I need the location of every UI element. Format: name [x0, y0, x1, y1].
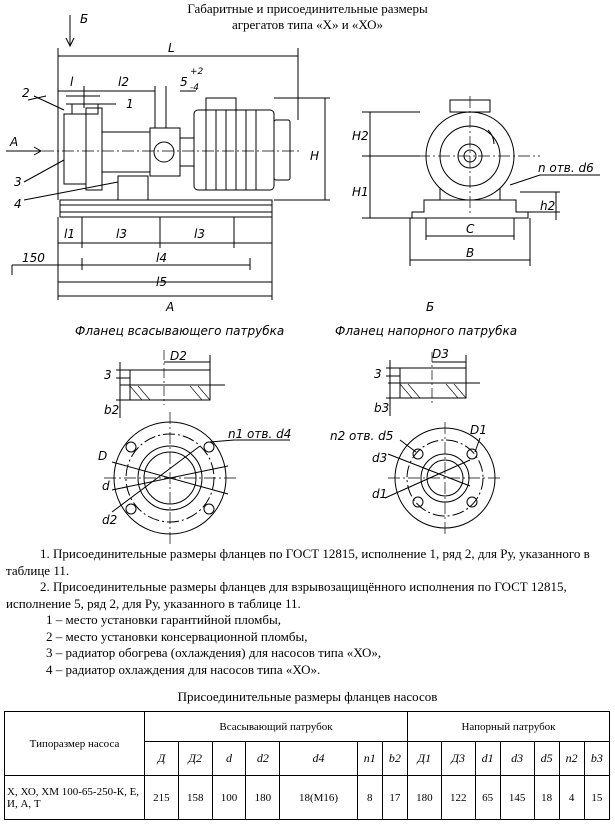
legend-item-3: 3 – радиатор обогрева (охлаждения) для н…	[46, 645, 382, 660]
value-cell: 18	[533, 775, 560, 820]
title-line-2: агрегатов типа «Х» и «ХО»	[231, 17, 384, 32]
page-title: Габаритные и присоединительные размеры а…	[0, 1, 615, 33]
dim-tolerance-plus: +2	[190, 67, 204, 77]
value-cell: 65	[474, 775, 501, 820]
discharge-D3-label: D3	[432, 347, 449, 361]
discharge-flange-caption: Фланец напорного патрубка	[335, 324, 517, 338]
discharge-group-header: Напорный патрубок	[406, 711, 611, 742]
callout-3: 3	[14, 175, 22, 189]
value-cell: 158	[177, 775, 213, 820]
note-1: 1. Присоединительные размеры фланцев по …	[6, 546, 590, 578]
discharge-flange-drawing	[384, 352, 502, 536]
value-cell: 15	[583, 775, 611, 820]
callout-4: 4	[14, 197, 22, 211]
dim-H1-label: H1	[352, 185, 369, 199]
header-cell: Д3	[440, 741, 476, 776]
value-cell: 122	[440, 775, 476, 820]
holes-n-d6-label: n отв. d6	[538, 161, 594, 175]
dim-C-label: C	[466, 222, 475, 236]
flange-dimensions-table: Типоразмер насоса Всасывающий патрубок Н…	[4, 711, 611, 820]
technical-drawing: Б L l l2 5 +2 -4 1 2 3 4 А H H1 H2 h2 n …	[6, 12, 600, 544]
table-row: Х, ХО, ХМ 100-65-250-К, Е, И, А, Т 215 1…	[4, 775, 611, 820]
note-2: 2. Присоединительные размеры фланцев для…	[6, 579, 567, 611]
dim-tolerance-minus: -4	[190, 83, 199, 93]
header-cell: n2	[558, 741, 585, 776]
legend-item-4: 4 – радиатор охлаждения для насосов типа…	[46, 661, 321, 677]
view-a-bottom-label: А	[165, 300, 174, 314]
legend-item-1: 1 – место установки гарантийной пломбы,	[46, 612, 281, 627]
pump-end-view	[362, 96, 600, 266]
value-cell: 17	[381, 775, 408, 820]
view-b-label: Б	[80, 12, 88, 26]
discharge-holes-label: n2 отв. d5	[330, 429, 393, 443]
suction-d-label: d	[102, 479, 110, 493]
dim-150-label: 150	[22, 251, 45, 265]
value-cell: 145	[499, 775, 535, 820]
dim-l5-label: l5	[156, 275, 167, 289]
suction-d2-label: d2	[102, 513, 117, 527]
suction-D-label: D	[98, 449, 107, 463]
dim-l1-label: l1	[64, 227, 75, 241]
value-cell: 100	[211, 775, 247, 820]
dim-l3-right-label: l3	[194, 227, 205, 241]
header-cell: d2	[245, 741, 281, 776]
header-cell: d5	[533, 741, 560, 776]
suction-D2-label: D2	[170, 349, 187, 363]
value-cell: 180	[406, 775, 442, 820]
suction-flange-caption: Фланец всасывающего патрубка	[75, 324, 284, 338]
suction-group-header: Всасывающий патрубок	[144, 711, 408, 742]
table-caption: Присоединительные размеры фланцев насосо…	[177, 689, 438, 704]
dim-H2-label: H2	[352, 129, 369, 143]
value-cell: 4	[558, 775, 585, 820]
dim-L-label: L	[168, 41, 175, 55]
row-type-cell: Х, ХО, ХМ 100-65-250-К, Е, И, А, Т	[4, 775, 145, 820]
suction-b2-label: b2	[104, 403, 119, 417]
callout-2: 2	[22, 86, 30, 100]
value-cell: 8	[356, 775, 383, 820]
col-type-header: Типоразмер насоса	[4, 711, 145, 776]
header-cell: d	[211, 741, 247, 776]
discharge-b3-label: b3	[374, 401, 389, 415]
notes-block: 1. Присоединительные размеры фланцев по …	[6, 546, 606, 678]
dim-H-label: H	[310, 149, 319, 163]
dim-l2-label: l2	[118, 75, 129, 89]
view-b-bottom-label: Б	[426, 300, 434, 314]
title-line-1: Габаритные и присоединительные размеры	[187, 1, 428, 16]
suction-holes-label: n1 отв. d4	[228, 427, 291, 441]
header-cell: n1	[356, 741, 383, 776]
dim-l-label: l	[70, 75, 74, 89]
value-cell: 215	[144, 775, 179, 820]
value-cell: 180	[245, 775, 281, 820]
dim-l4-label: l4	[156, 251, 167, 265]
header-cell: Д2	[177, 741, 213, 776]
callout-1: 1	[126, 97, 134, 111]
discharge-D1-label: D1	[470, 423, 487, 437]
discharge-d3-label: d3	[372, 451, 387, 465]
header-cell: d1	[474, 741, 501, 776]
suction-flange-drawing	[104, 350, 290, 544]
header-cell: d4	[279, 741, 358, 776]
legend-item-2: 2 – место установки консервационной плом…	[46, 628, 308, 644]
discharge-dim3-label: 3	[374, 367, 382, 381]
dim-B-label: B	[466, 246, 474, 260]
dim-l3-left-label: l3	[116, 227, 127, 241]
view-a-arrow-label: А	[9, 135, 18, 149]
header-cell: Д	[144, 741, 179, 776]
header-cell: b2	[381, 741, 408, 776]
header-cell: Д1	[406, 741, 442, 776]
dim-h2-label: h2	[540, 199, 555, 213]
suction-dim3-label: 3	[104, 368, 112, 382]
discharge-d1-label: d1	[372, 487, 387, 501]
dim-tolerance-label: 5	[180, 75, 188, 89]
header-cell: b3	[583, 741, 611, 776]
header-cell: d3	[499, 741, 535, 776]
value-cell: 18(М16)	[279, 775, 358, 820]
pump-side-view	[6, 15, 330, 300]
